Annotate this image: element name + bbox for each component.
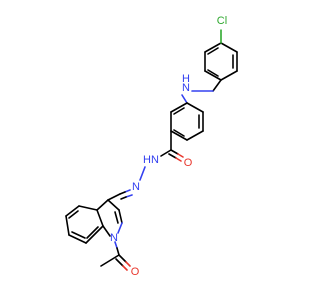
imine-nitrogen-label: N	[132, 181, 140, 193]
bond	[177, 153, 184, 158]
molecule-structure: Cl N H O N H N N O	[65, 15, 238, 278]
amine-nitrogen-label: N	[182, 82, 190, 94]
bond	[85, 225, 104, 244]
bond	[68, 210, 79, 219]
bond	[175, 157, 182, 162]
bond	[107, 199, 120, 211]
bond	[107, 193, 121, 201]
bond	[78, 205, 98, 211]
bond	[102, 225, 111, 237]
bond	[207, 69, 219, 77]
bond	[118, 254, 127, 263]
bond	[181, 94, 188, 104]
bond	[204, 70, 222, 81]
bond	[96, 209, 104, 227]
bond	[212, 79, 222, 92]
bond	[168, 153, 177, 159]
bond	[204, 42, 222, 53]
bond	[124, 189, 131, 193]
bond	[118, 209, 123, 224]
hydrazide-hydrogen-label: H	[143, 154, 151, 166]
chlorine-label: Cl	[217, 15, 227, 27]
acetyl-oxygen-label: O	[131, 266, 140, 278]
bond-layer	[65, 29, 238, 271]
bond	[116, 247, 120, 256]
bond	[160, 149, 172, 157]
bond	[170, 130, 188, 141]
hydrazide-nitrogen-label: N	[151, 154, 159, 166]
bond	[114, 241, 118, 249]
bond	[115, 258, 124, 267]
bond	[114, 211, 119, 224]
bond	[122, 265, 128, 271]
bond	[220, 42, 238, 53]
bond	[139, 166, 146, 181]
bond	[86, 226, 99, 239]
bond	[68, 234, 87, 244]
atom-label-layer: Cl N H O N H N N O	[110, 15, 227, 278]
bond	[125, 194, 133, 198]
bond	[220, 70, 238, 81]
bond	[207, 47, 219, 55]
bond	[100, 254, 120, 267]
amine-hydrogen-label: H	[182, 73, 190, 85]
bond	[173, 129, 185, 137]
bond	[117, 222, 123, 234]
bond	[173, 107, 185, 115]
bond	[170, 102, 188, 113]
bond	[96, 199, 109, 211]
carbonyl-oxygen-label: O	[184, 157, 193, 169]
bond	[186, 102, 204, 113]
bond	[120, 196, 127, 200]
bond	[71, 231, 86, 239]
indole-nitrogen-label: N	[110, 232, 118, 244]
bond	[186, 130, 204, 141]
bond	[125, 261, 131, 267]
bond	[170, 149, 179, 155]
bond	[65, 215, 70, 236]
bond	[65, 205, 80, 217]
bond	[119, 191, 126, 195]
